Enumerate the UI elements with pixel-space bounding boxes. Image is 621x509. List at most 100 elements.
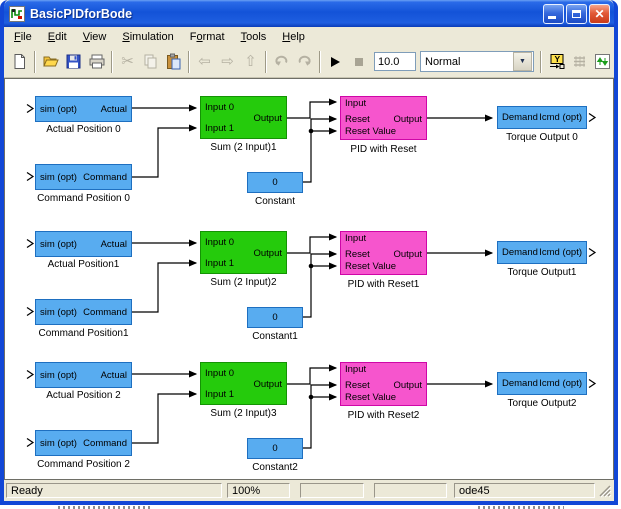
update-diagram-button[interactable] bbox=[591, 50, 614, 73]
forward-button[interactable]: ⇨ bbox=[216, 50, 239, 73]
back-button[interactable]: ⇦ bbox=[193, 50, 216, 73]
status-message: Ready bbox=[6, 483, 222, 498]
simulation-stop-time-input[interactable] bbox=[374, 52, 416, 71]
stop-icon bbox=[354, 57, 363, 66]
port-label: sim (opt) bbox=[40, 369, 77, 381]
model-explorer-button[interactable]: Y bbox=[545, 50, 568, 73]
maximize-button[interactable] bbox=[566, 4, 587, 24]
port-label: Output bbox=[253, 379, 282, 390]
block-label: Torque Output1 bbox=[507, 267, 577, 278]
constant-value: 0 bbox=[272, 443, 278, 454]
new-document-icon bbox=[14, 54, 25, 69]
undo-button[interactable] bbox=[270, 50, 293, 73]
back-arrow-icon: ⇦ bbox=[198, 53, 211, 70]
resize-grip[interactable] bbox=[597, 483, 612, 498]
menu-view[interactable]: View bbox=[82, 30, 107, 43]
new-model-button[interactable] bbox=[8, 50, 31, 73]
block-constant-2[interactable]: 0 bbox=[247, 438, 303, 459]
menu-help[interactable]: Help bbox=[282, 30, 305, 43]
block-label: Torque Output2 bbox=[507, 398, 577, 409]
up-arrow-icon: ⇧ bbox=[244, 53, 257, 70]
svg-text:Y: Y bbox=[554, 54, 560, 64]
block-torque-output-0[interactable]: Demand Icmd (opt) bbox=[497, 106, 587, 129]
paste-clipboard-icon bbox=[167, 53, 181, 70]
toolbar-separator bbox=[188, 50, 190, 73]
port-label: Output bbox=[393, 249, 422, 260]
block-pid-with-reset-1[interactable]: Input Reset Reset Value Output bbox=[340, 231, 427, 275]
redo-icon bbox=[298, 55, 311, 66]
block-label: Actual Position 0 bbox=[46, 124, 121, 135]
open-button[interactable] bbox=[39, 50, 62, 73]
port-label: Command bbox=[83, 171, 127, 183]
port-label: Icmd (opt) bbox=[539, 247, 582, 258]
model-canvas[interactable]: sim (opt) Actual Actual Position 0 sim (… bbox=[4, 78, 614, 480]
block-sum-3[interactable]: Input 0 Input 1 Output bbox=[200, 362, 287, 405]
block-command-position-0[interactable]: sim (opt) Command bbox=[35, 164, 132, 190]
forward-arrow-icon: ⇨ bbox=[221, 53, 234, 70]
open-folder-icon bbox=[42, 56, 59, 67]
port-label: sim (opt) bbox=[40, 103, 77, 115]
port-label: Reset bbox=[345, 114, 370, 125]
stop-simulation-button[interactable] bbox=[347, 50, 370, 73]
block-command-position-2[interactable]: sim (opt) Command bbox=[35, 430, 132, 456]
redo-button[interactable] bbox=[293, 50, 316, 73]
copy-icon bbox=[144, 54, 157, 69]
status-panel-4 bbox=[374, 483, 447, 498]
debugger-button[interactable] bbox=[568, 50, 591, 73]
block-constant-1[interactable]: 0 bbox=[247, 307, 303, 328]
block-pid-with-reset[interactable]: Input Reset Reset Value Output bbox=[340, 96, 427, 140]
block-sum-1[interactable]: Input 0 Input 1 Output bbox=[200, 96, 287, 139]
port-label: Demand bbox=[502, 112, 538, 123]
menu-tools[interactable]: Tools bbox=[240, 30, 267, 43]
block-torque-output-1[interactable]: Demand Icmd (opt) bbox=[497, 241, 587, 264]
block-label: Sum (2 Input)1 bbox=[210, 142, 277, 153]
minimize-icon bbox=[548, 16, 556, 19]
port-label: Input 1 bbox=[205, 123, 235, 134]
block-sum-2[interactable]: Input 0 Input 1 Output bbox=[200, 231, 287, 274]
title-bar[interactable]: BasicPIDforBode ✕ bbox=[4, 0, 614, 27]
start-simulation-button[interactable] bbox=[324, 50, 347, 73]
block-pid-with-reset-2[interactable]: Input Reset Reset Value Output bbox=[340, 362, 427, 406]
menu-edit[interactable]: Edit bbox=[47, 30, 67, 43]
port-label: Actual bbox=[100, 369, 127, 381]
port-label: Input 1 bbox=[205, 258, 235, 269]
block-label: Actual Position1 bbox=[47, 259, 120, 270]
simulation-mode-dropdown[interactable]: Normal ▼ bbox=[420, 51, 534, 72]
copy-button[interactable] bbox=[139, 50, 162, 73]
toolbar-separator bbox=[319, 50, 321, 73]
cut-button[interactable]: ✂ bbox=[116, 50, 139, 73]
port-label: Output bbox=[393, 380, 422, 391]
model-explorer-icon: Y bbox=[549, 54, 564, 69]
menu-format[interactable]: Format bbox=[189, 30, 225, 43]
port-label: Demand bbox=[502, 247, 538, 258]
diagram-row-2: sim (opt) Actual Actual Position1 sim (o… bbox=[5, 231, 613, 349]
port-label: sim (opt) bbox=[40, 437, 77, 449]
port-label: Output bbox=[393, 114, 422, 125]
menu-file[interactable]: File bbox=[14, 30, 32, 43]
port-label: Actual bbox=[100, 103, 127, 115]
close-button[interactable]: ✕ bbox=[589, 4, 610, 24]
close-icon: ✕ bbox=[594, 7, 605, 21]
print-button[interactable] bbox=[85, 50, 108, 73]
port-label: Command bbox=[83, 437, 127, 449]
block-actual-position-2[interactable]: sim (opt) Actual bbox=[35, 362, 132, 388]
block-command-position-1[interactable]: sim (opt) Command bbox=[35, 299, 132, 325]
block-constant[interactable]: 0 bbox=[247, 172, 303, 193]
go-up-button[interactable]: ⇧ bbox=[239, 50, 262, 73]
dropdown-arrow-icon[interactable]: ▼ bbox=[513, 52, 532, 71]
block-actual-position-0[interactable]: sim (opt) Actual bbox=[35, 96, 132, 122]
save-button[interactable] bbox=[62, 50, 85, 73]
zoom-level: 100% bbox=[227, 483, 290, 498]
block-actual-position-1[interactable]: sim (opt) Actual bbox=[35, 231, 132, 257]
block-label: Constant2 bbox=[252, 462, 298, 473]
block-label: PID with Reset bbox=[350, 144, 417, 155]
diagram-row-3: sim (opt) Actual Actual Position 2 sim (… bbox=[5, 362, 613, 479]
minimize-button[interactable] bbox=[543, 4, 564, 24]
port-label: Input 0 bbox=[205, 368, 235, 379]
paste-button[interactable] bbox=[162, 50, 185, 73]
menu-simulation[interactable]: Simulation bbox=[122, 30, 174, 43]
solver-name: ode45 bbox=[454, 483, 595, 498]
block-torque-output-2[interactable]: Demand Icmd (opt) bbox=[497, 372, 587, 395]
